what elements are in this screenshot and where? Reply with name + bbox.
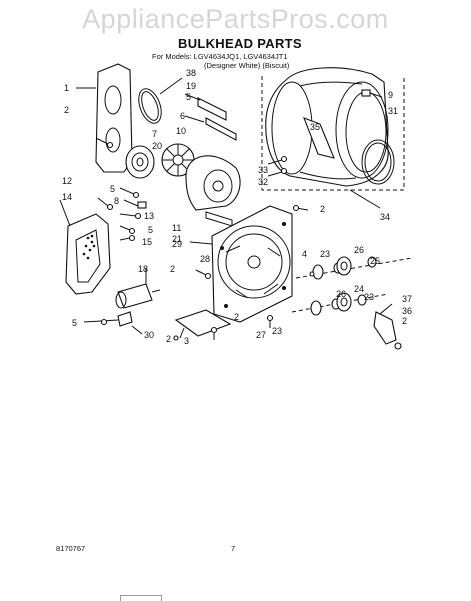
part-belt-ring <box>138 77 183 124</box>
callout-1: 1 <box>64 83 69 93</box>
callout-2e: 2 <box>402 316 407 326</box>
callout-30: 30 <box>144 330 154 340</box>
part-blower-pulley <box>125 145 155 179</box>
part-sensor-bracket <box>184 93 237 141</box>
bottom-tab-mark <box>120 595 162 601</box>
part-burner-tube <box>115 268 161 309</box>
callout-28: 28 <box>200 254 210 264</box>
part-base-support <box>174 309 232 339</box>
callout-33: 33 <box>258 165 268 175</box>
part-idler-arm <box>373 303 402 350</box>
callout-labels: 1 2 38 19 5 9 31 6 35 10 7 20 33 32 12 5… <box>62 68 412 346</box>
part-rear-bulkhead <box>189 205 293 323</box>
callout-23b: 23 <box>364 292 374 302</box>
callout-6: 6 <box>180 111 185 121</box>
callout-8: 8 <box>114 196 119 206</box>
part-lint-duct <box>59 199 111 295</box>
callout-13: 13 <box>144 211 154 221</box>
callout-2: 2 <box>64 105 69 115</box>
callout-23: 23 <box>320 249 330 259</box>
callout-2b: 2 <box>320 204 325 214</box>
callout-12: 12 <box>62 176 72 186</box>
callout-18: 18 <box>138 264 148 274</box>
part-drum-rollers <box>291 256 413 316</box>
callout-5b: 5 <box>110 184 115 194</box>
callout-2d: 2 <box>234 312 239 322</box>
page-number: 7 <box>231 544 236 553</box>
callout-2f: 2 <box>166 334 171 344</box>
callout-29: 29 <box>172 239 182 249</box>
part-front-panel <box>76 63 133 173</box>
callout-24: 24 <box>354 284 364 294</box>
part-drum <box>261 67 405 209</box>
callout-32: 32 <box>258 177 268 187</box>
callout-35: 35 <box>310 122 320 132</box>
callout-31: 31 <box>388 106 398 116</box>
callout-2c: 2 <box>170 264 175 274</box>
callout-4: 4 <box>302 249 307 259</box>
part-small-screws <box>95 137 147 242</box>
callout-9: 9 <box>388 90 393 100</box>
callout-26: 26 <box>354 245 364 255</box>
callout-7: 7 <box>152 129 157 139</box>
callout-5: 5 <box>186 92 191 102</box>
callout-23c: 23 <box>272 326 282 336</box>
callout-11: 11 <box>172 223 181 233</box>
callout-27: 27 <box>256 330 266 340</box>
watermark-text: AppliancePartsPros.com <box>82 4 389 34</box>
callout-26b: 26 <box>336 289 346 299</box>
part-drum-screws <box>267 155 288 177</box>
callout-5d: 5 <box>72 318 77 328</box>
callout-20: 20 <box>152 141 162 151</box>
models-line: For Models: LGV4634JQ1, LGV4634JT1 <box>152 52 288 61</box>
callout-37: 37 <box>402 294 412 304</box>
document-code: 8170767 <box>56 544 86 553</box>
callout-10: 10 <box>176 126 186 136</box>
part-base-screws <box>100 269 315 341</box>
callout-34: 34 <box>380 212 390 222</box>
variants-line: (Designer White) (Biscuit) <box>204 61 290 70</box>
callout-3: 3 <box>184 336 189 346</box>
page-title: BULKHEAD PARTS <box>178 36 302 51</box>
callout-19: 19 <box>186 81 196 91</box>
part-bracket-clip <box>83 311 143 335</box>
part-drum-clip <box>361 89 383 98</box>
callout-36: 36 <box>402 306 412 316</box>
part-blower-housing <box>185 155 241 227</box>
callout-25: 25 <box>370 256 380 266</box>
callout-14: 14 <box>62 192 72 202</box>
callout-38: 38 <box>186 68 196 78</box>
part-top-screw <box>292 204 309 212</box>
callout-5c: 5 <box>148 225 153 235</box>
callout-21: 21 <box>172 234 182 244</box>
callout-15: 15 <box>142 237 152 247</box>
